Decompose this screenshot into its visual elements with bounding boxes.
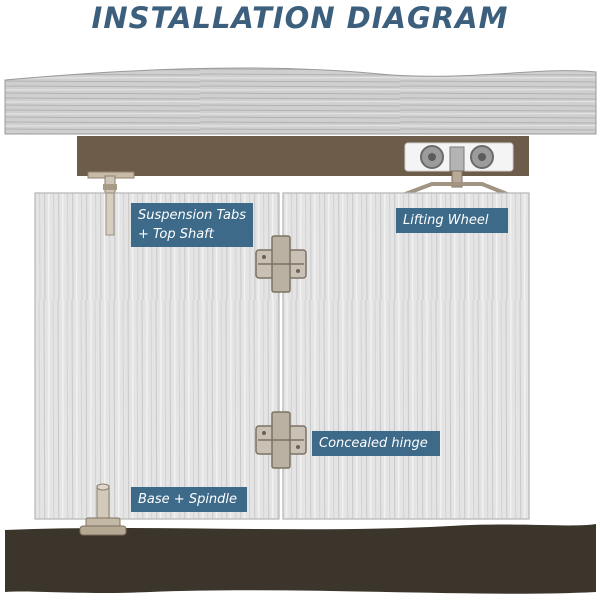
door-panel-right <box>282 192 530 520</box>
callout-concealed-hinge: Concealed hinge <box>312 431 440 456</box>
door-panel-left <box>34 192 280 520</box>
callout-suspension-tabs: Suspension Tabs + Top Shaft <box>131 203 253 247</box>
callout-lifting-wheel: Lifting Wheel <box>396 208 508 233</box>
callout-base-spindle: Base + Spindle <box>131 487 247 512</box>
callout-concealed-hinge-text: Concealed hinge <box>319 436 428 451</box>
floor-slab <box>5 524 596 594</box>
callout-suspension-line1: Suspension Tabs <box>138 208 247 223</box>
concealed-hinge-upper <box>255 235 307 293</box>
callout-suspension-line2: + Top Shaft <box>138 227 214 242</box>
base-spindle <box>79 483 127 536</box>
callout-lifting-wheel-text: Lifting Wheel <box>403 213 489 228</box>
callout-base-spindle-text: Base + Spindle <box>138 492 238 507</box>
page-title: INSTALLATION DIAGRAM <box>91 1 509 35</box>
ceiling-beam <box>4 67 597 135</box>
concealed-hinge-lower <box>255 411 307 469</box>
lifting-wheel-trolley <box>399 142 514 198</box>
